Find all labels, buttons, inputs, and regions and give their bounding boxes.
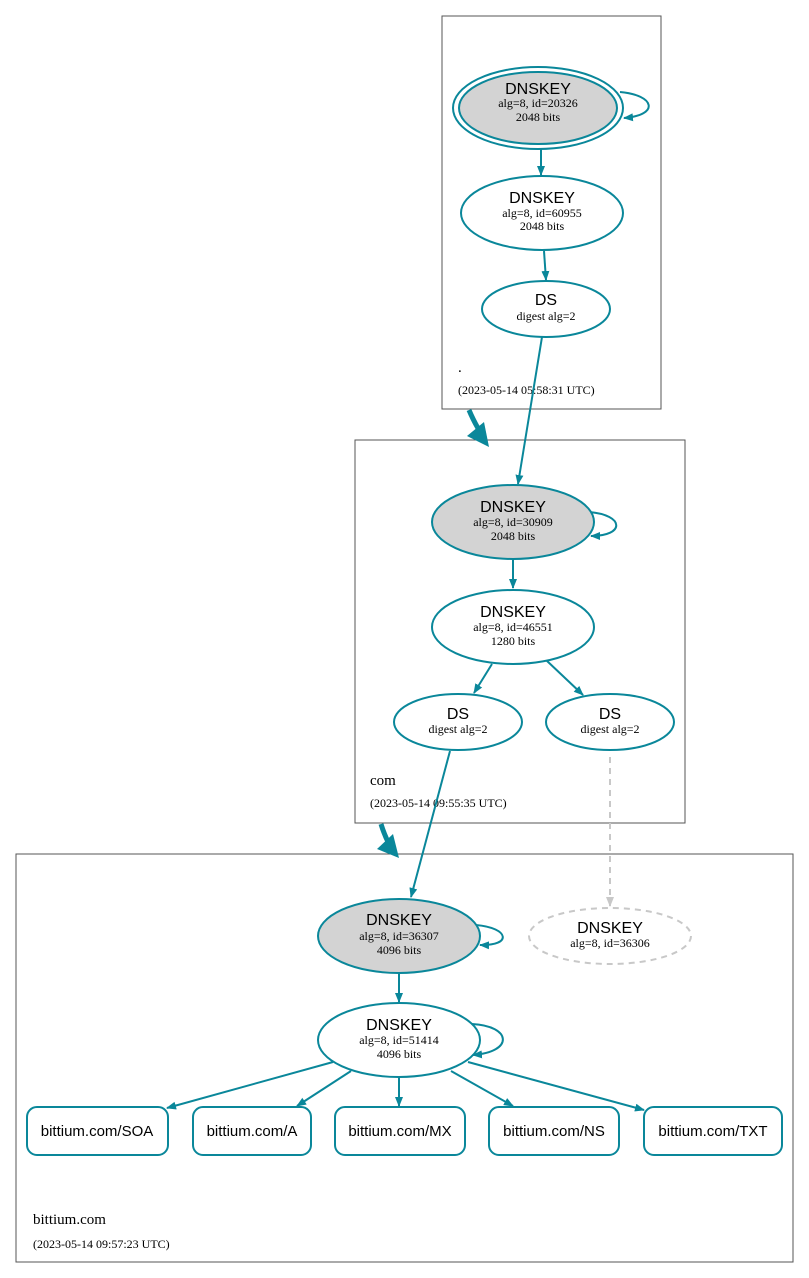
node-bit-zsk[interactable]: DNSKEY alg=8, id=51414 4096 bits <box>317 1002 481 1078</box>
edge-bit-zsk-ns <box>450 1070 514 1107</box>
node-line1: alg=8, id=20326 <box>498 96 578 110</box>
zone-com-box <box>354 439 686 824</box>
node-line1: alg=8, id=46551 <box>473 620 553 634</box>
node-line1: alg=8, id=36307 <box>359 929 439 943</box>
zone-root-box <box>441 15 662 410</box>
node-bit-missing-key[interactable]: DNSKEY alg=8, id=36306 <box>528 907 692 965</box>
rrset-label: bittium.com/A <box>207 1123 298 1140</box>
delegation-arrow-com-bittium <box>377 823 399 858</box>
node-bit-ksk[interactable]: DNSKEY alg=8, id=36307 4096 bits <box>317 898 481 974</box>
node-line1: alg=8, id=60955 <box>502 206 582 220</box>
node-title: DNSKEY <box>577 920 643 937</box>
node-title: DS <box>599 706 621 723</box>
node-title: DNSKEY <box>366 1017 432 1034</box>
zone-root-timestamp: (2023-05-14 05:58:31 UTC) <box>458 383 595 397</box>
node-line2: 2048 bits <box>491 529 536 543</box>
node-title: DNSKEY <box>480 604 546 621</box>
edge-bit-zsk-a <box>296 1070 352 1107</box>
node-com-ksk[interactable]: DNSKEY alg=8, id=30909 2048 bits <box>431 484 595 560</box>
rrset-label: bittium.com/NS <box>503 1123 605 1140</box>
node-line2: 4096 bits <box>377 943 422 957</box>
rrset-label: bittium.com/TXT <box>658 1123 767 1140</box>
node-line1: digest alg=2 <box>428 722 487 736</box>
node-title: DNSKEY <box>509 190 575 207</box>
edge-bit-zsk-txt <box>467 1061 645 1112</box>
zone-bittium-timestamp: (2023-05-14 09:57:23 UTC) <box>33 1237 170 1251</box>
node-root-ksk[interactable]: DNSKEY alg=8, id=20326 2048 bits <box>452 66 624 150</box>
node-line1: alg=8, id=36306 <box>570 936 650 950</box>
node-title: DNSKEY <box>505 81 571 98</box>
node-title: DNSKEY <box>480 499 546 516</box>
node-line2: 2048 bits <box>520 219 565 233</box>
node-line2: 2048 bits <box>516 110 561 124</box>
node-line1: digest alg=2 <box>580 722 639 736</box>
edge-bit-zsk-soa <box>166 1061 334 1110</box>
edge-root-zsk-ds <box>541 250 550 281</box>
zone-root-name: . <box>458 360 462 376</box>
rrset-label: bittium.com/MX <box>348 1123 451 1140</box>
zone-bittium-name: bittium.com <box>33 1212 106 1228</box>
edge-root-ds-com-ksk <box>515 336 543 485</box>
rrset-mx[interactable]: bittium.com/MX <box>334 1106 466 1156</box>
rrset-label: bittium.com/SOA <box>41 1123 154 1140</box>
node-com-ds1[interactable]: DS digest alg=2 <box>393 693 523 751</box>
node-line2: 1280 bits <box>491 634 536 648</box>
zone-com-name: com <box>370 773 396 789</box>
rrset-txt[interactable]: bittium.com/TXT <box>643 1106 783 1156</box>
node-title: DS <box>535 292 557 309</box>
edge-com-ds1-bit-ksk <box>409 750 451 898</box>
edge-bit-zsk-self <box>471 1023 504 1059</box>
zone-com-timestamp: (2023-05-14 09:55:35 UTC) <box>370 796 507 810</box>
edge-com-zsk-ds2 <box>545 659 584 696</box>
node-root-ds[interactable]: DS digest alg=2 <box>481 280 611 338</box>
edge-bit-ksk-self <box>475 924 504 950</box>
node-line1: alg=8, id=51414 <box>359 1033 439 1047</box>
node-com-zsk[interactable]: DNSKEY alg=8, id=46551 1280 bits <box>431 589 595 665</box>
edge-root-ksk-self <box>619 91 650 122</box>
node-line1: alg=8, id=30909 <box>473 515 553 529</box>
rrset-soa[interactable]: bittium.com/SOA <box>26 1106 169 1156</box>
zone-bittium-box <box>15 853 794 1263</box>
edge-com-ksk-self <box>588 511 618 540</box>
node-root-zsk[interactable]: DNSKEY alg=8, id=60955 2048 bits <box>460 175 624 251</box>
node-line1: digest alg=2 <box>516 309 575 323</box>
node-title: DNSKEY <box>366 912 432 929</box>
edge-com-zsk-ds1 <box>473 663 493 694</box>
rrset-ns[interactable]: bittium.com/NS <box>488 1106 620 1156</box>
delegation-arrow-root-com <box>466 409 489 447</box>
node-com-ds2[interactable]: DS digest alg=2 <box>545 693 675 751</box>
node-line2: 4096 bits <box>377 1047 422 1061</box>
node-title: DS <box>447 706 469 723</box>
rrset-a[interactable]: bittium.com/A <box>192 1106 312 1156</box>
